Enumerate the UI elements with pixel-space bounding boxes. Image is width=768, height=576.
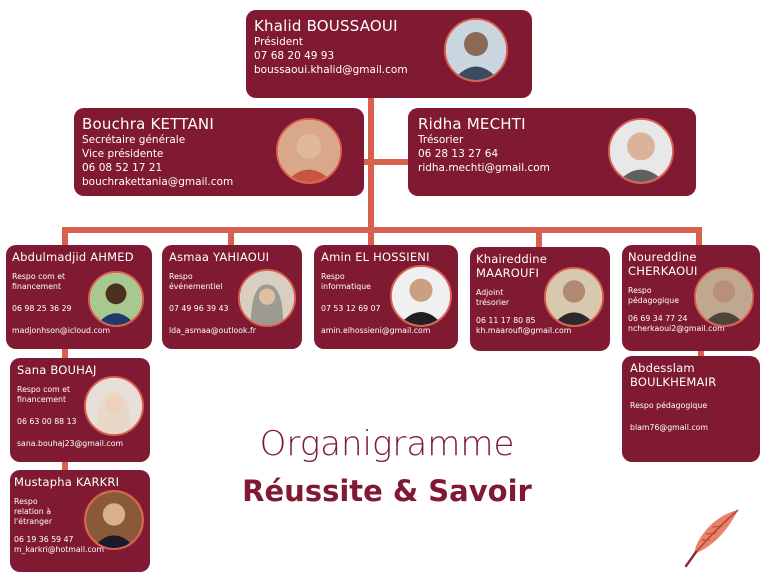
avatar-photo — [84, 490, 144, 550]
person-email: sana.bouhaj23@gmail.com — [17, 439, 124, 448]
card-member-yahiaoui: Asmaa YAHIAOUI Respo événementiel 07 49 … — [162, 245, 302, 349]
connector-right-chain — [698, 350, 704, 358]
person-role: Respo pédagogique — [630, 401, 708, 410]
person-phone: 06 08 52 17 21 — [82, 162, 163, 174]
connector-drop-2 — [228, 227, 234, 247]
person-phone: 06 69 34 77 24 — [628, 314, 688, 323]
person-role: Respo — [321, 272, 345, 281]
person-role: trésorier — [476, 298, 510, 307]
person-phone: 06 19 36 59 47 — [14, 535, 74, 544]
person-phone: 06 11 17 80 85 — [476, 316, 536, 325]
avatar-photo — [88, 271, 144, 327]
person-role: événementiel — [169, 282, 223, 291]
avatar-photo — [84, 376, 144, 436]
avatar-photo — [444, 18, 508, 82]
person-email: lda_asmaa@outlook.fr — [169, 326, 256, 335]
person-role: Président — [254, 36, 303, 48]
card-member-maaroufi: Khaireddine MAAROUFI Adjoint trésorier 0… — [470, 247, 610, 351]
person-phone: 07 49 96 39 43 — [169, 304, 229, 313]
person-role: financement — [12, 282, 62, 291]
person-name: Bouchra KETTANI — [82, 115, 214, 133]
person-role: pédagogique — [628, 296, 679, 305]
person-name: Amin EL HOSSIENI — [321, 250, 430, 264]
person-email: amin.elhossieni@gmail.com — [321, 326, 431, 335]
connector-drop-4 — [536, 227, 542, 247]
person-email: ncherkaoui2@gmail.com — [628, 324, 725, 333]
person-email: m_karkri@hotmail.com — [14, 545, 105, 554]
avatar-photo — [390, 265, 452, 327]
person-role: financement — [17, 395, 67, 404]
card-member-ahmed: Abdulmadjid AHMED Respo com et financeme… — [6, 245, 152, 349]
card-president: Khalid BOUSSAOUI Président 07 68 20 49 9… — [246, 10, 532, 98]
person-name: CHERKAOUI — [628, 264, 698, 278]
person-name: Mustapha KARKRI — [14, 475, 120, 489]
page-subtitle: Réussite & Savoir — [242, 474, 532, 508]
person-name: Noureddine — [628, 250, 697, 264]
person-phone: 07 68 20 49 93 — [254, 50, 335, 62]
connector-second-row — [362, 159, 410, 165]
feather-icon — [680, 506, 744, 570]
page-title: Organigramme — [259, 424, 515, 464]
card-treasurer: Ridha MECHTI Trésorier 06 28 13 27 64 ri… — [408, 108, 696, 196]
person-role: Vice présidente — [82, 148, 164, 160]
person-name: Sana BOUHAJ — [17, 363, 97, 377]
card-secretary: Bouchra KETTANI Secrétaire générale Vice… — [74, 108, 364, 196]
person-name: MAAROUFI — [476, 266, 540, 280]
person-name: Ridha MECHTI — [418, 115, 526, 133]
card-member-boulkhemair: Abdesslam BOULKHEMAIR Respo pédagogique … — [622, 356, 760, 462]
person-role: Respo — [169, 272, 193, 281]
person-email: bouchrakettania@gmail.com — [82, 176, 234, 188]
avatar-photo — [276, 118, 342, 184]
person-email: ridha.mechti@gmail.com — [418, 162, 550, 174]
person-role: Respo com et — [17, 385, 71, 394]
person-phone: 06 98 25 36 29 — [12, 304, 72, 313]
person-role: Trésorier — [418, 134, 464, 146]
card-member-bouhaj: Sana BOUHAJ Respo com et financement 06 … — [10, 358, 150, 462]
person-email: boussaoui.khalid@gmail.com — [254, 64, 408, 76]
card-member-cherkaoui: Noureddine CHERKAOUI Respo pédagogique 0… — [622, 245, 760, 351]
connector-drop-3 — [368, 227, 374, 247]
connector-drop-5 — [696, 227, 702, 247]
person-phone: 06 63 00 88 13 — [17, 417, 77, 426]
connector-drop-1 — [62, 227, 68, 247]
person-role: informatique — [321, 282, 371, 291]
person-role: l'étranger — [14, 517, 53, 526]
person-role: relation à — [14, 507, 51, 516]
card-member-karkri: Mustapha KARKRI Respo relation à l'étran… — [10, 470, 150, 572]
person-name: Khalid BOUSSAOUI — [254, 17, 398, 35]
person-name: Asmaa YAHIAOUI — [169, 250, 270, 264]
avatar-photo — [694, 267, 754, 327]
person-name: Abdesslam — [630, 361, 695, 375]
person-name: BOULKHEMAIR — [630, 375, 717, 389]
avatar-photo — [238, 269, 296, 327]
connector-members-bar — [62, 227, 702, 233]
person-role: Respo com et — [12, 272, 66, 281]
person-name: Abdulmadjid AHMED — [12, 250, 134, 264]
person-role: Respo — [14, 497, 38, 506]
person-role: Secrétaire générale — [82, 134, 186, 146]
avatar-photo — [608, 118, 674, 184]
person-email: kh.maaroufi@gmail.com — [476, 326, 572, 335]
person-email: blam76@gmail.com — [630, 423, 708, 432]
person-role: Respo — [628, 286, 652, 295]
card-member-elhossieni: Amin EL HOSSIENI Respo informatique 07 5… — [314, 245, 458, 349]
person-phone: 07 53 12 69 07 — [321, 304, 381, 313]
person-role: Adjoint — [476, 288, 504, 297]
person-name: Khaireddine — [476, 252, 547, 266]
person-email: madjonhson@icloud.com — [12, 326, 111, 335]
person-phone: 06 28 13 27 64 — [418, 148, 499, 160]
avatar-photo — [544, 267, 604, 327]
